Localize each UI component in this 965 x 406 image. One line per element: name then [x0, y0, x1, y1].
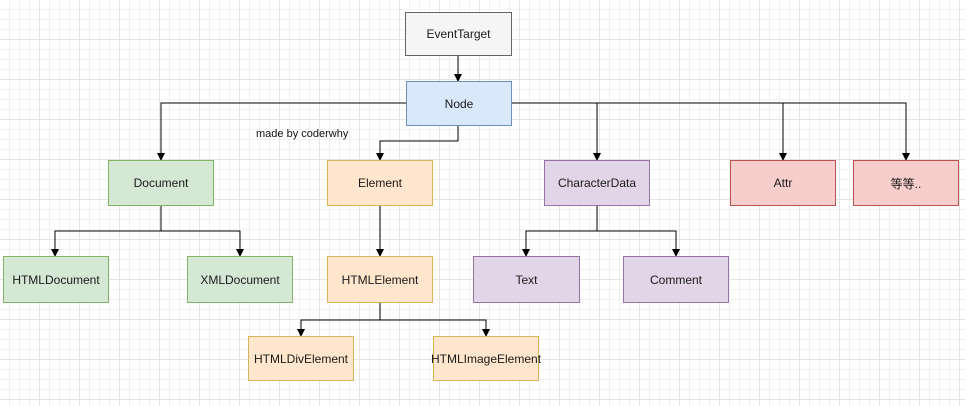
node-element[interactable]: Element	[327, 160, 433, 206]
node-attr[interactable]: Attr	[730, 160, 836, 206]
node-htmlimageelement[interactable]: HTMLImageElement	[431, 336, 541, 381]
edge-characterdata-comment	[597, 230, 680, 257]
edge-document-xmldocument	[161, 230, 244, 257]
edge-node-characterdata	[512, 102, 601, 161]
edge-document-htmldocument	[51, 206, 162, 257]
node-xmldocument[interactable]: XMLDocument	[187, 256, 293, 303]
edge-characterdata-text	[522, 206, 598, 257]
node-comment[interactable]: Comment	[623, 256, 729, 303]
edge-node-etc	[783, 102, 910, 161]
node-htmldivelement[interactable]: HTMLDivElement	[248, 336, 354, 381]
edge-node-element	[376, 126, 459, 161]
edge-htmlelement-htmlimageelement	[380, 319, 490, 337]
node-characterdata[interactable]: CharacterData	[544, 160, 650, 206]
edge-htmlelement-htmldivelement	[297, 303, 381, 337]
edge-node-document	[157, 102, 406, 161]
node-etc[interactable]: 等等..	[853, 160, 959, 206]
node-htmlelement[interactable]: HTMLElement	[327, 256, 433, 303]
author-annotation: made by coderwhy	[256, 128, 349, 140]
node-node[interactable]: Node	[406, 81, 512, 126]
node-document[interactable]: Document	[108, 160, 214, 206]
edge-node-attr	[597, 102, 787, 161]
node-htmldocument[interactable]: HTMLDocument	[3, 256, 109, 303]
node-text[interactable]: Text	[473, 256, 580, 303]
node-eventtarget[interactable]: EventTarget	[405, 12, 512, 56]
